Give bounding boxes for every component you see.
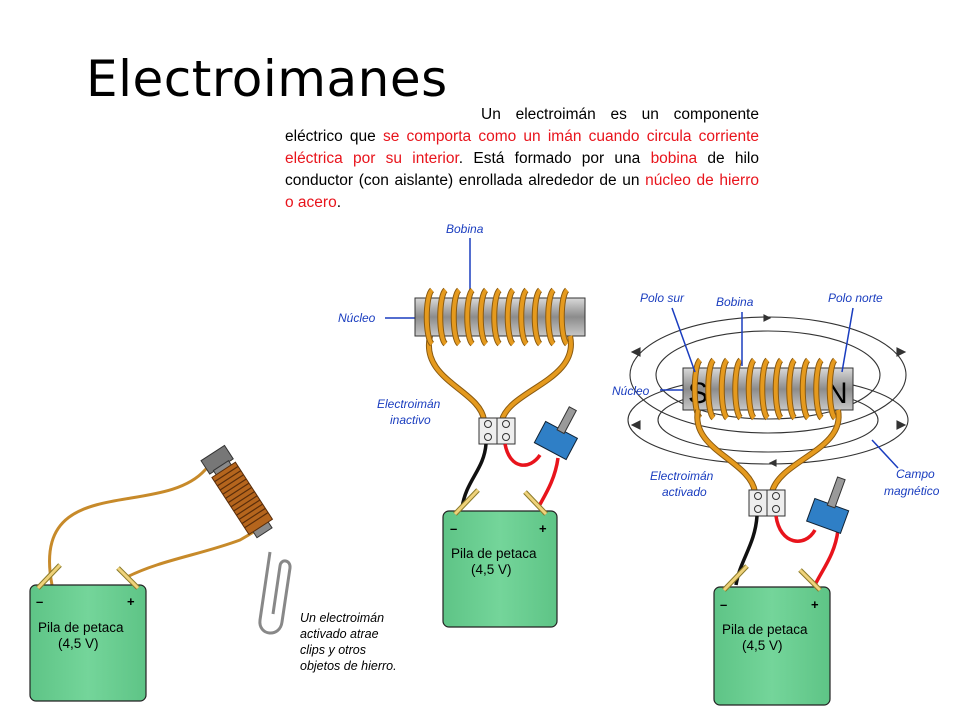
coil-turn xyxy=(505,288,515,346)
middle-label-bobina: Bobina xyxy=(446,222,484,236)
coil-turn xyxy=(706,358,716,420)
label-campo-1: Campo xyxy=(896,467,935,481)
middle-state-1: Electroimán xyxy=(377,397,441,411)
left-caption-1: Un electroimán xyxy=(300,611,384,625)
label-polo-norte: Polo norte xyxy=(828,291,883,305)
left-battery-minus: – xyxy=(36,594,43,609)
paperclip-icon xyxy=(258,551,292,635)
coil-turn xyxy=(773,358,783,420)
right-battery-plus: + xyxy=(811,597,819,612)
intro-text-1: Un electroimán es un componente eléctric… xyxy=(285,106,759,145)
right-battery-line2: (4,5 V) xyxy=(742,638,783,653)
left-caption-3: clips y otros xyxy=(300,643,366,657)
coil-turn xyxy=(519,288,529,346)
right-label-bobina: Bobina xyxy=(716,295,754,309)
right-battery: – + Pila de petaca (4,5 V) xyxy=(713,564,831,706)
intro-text-2: . Está formado por una xyxy=(458,150,651,167)
middle-battery: – + Pila de petaca (4,5 V) xyxy=(442,488,558,628)
middle-battery-plus: + xyxy=(539,521,547,536)
intro-text-4: . xyxy=(336,194,342,211)
coil-turn xyxy=(559,288,569,346)
middle-figure: Bobina Núcleo Electroimán inactivo xyxy=(338,222,586,628)
left-caption-2: activado atrae xyxy=(300,627,379,641)
middle-label-nucleo: Núcleo xyxy=(338,311,376,325)
left-caption-4: objetos de hierro. xyxy=(300,659,397,673)
left-wire-2 xyxy=(124,525,269,580)
left-battery-line1: Pila de petaca xyxy=(38,620,124,635)
coil-turn xyxy=(492,288,502,346)
right-switch xyxy=(805,476,850,535)
right-figure: S N Polo sur Bobina Polo norte Núcleo El… xyxy=(612,291,940,706)
bolt-electromagnet xyxy=(200,444,274,539)
middle-state-2: inactivo xyxy=(390,413,431,427)
coil-turn xyxy=(760,358,770,420)
coil-turn xyxy=(451,288,461,346)
coil-turn xyxy=(746,358,756,420)
right-state-2: activado xyxy=(662,485,707,499)
left-figure: – + Pila de petaca (4,5 V) Un electroimá… xyxy=(29,444,397,702)
middle-coil xyxy=(423,287,570,347)
coil-turn xyxy=(827,358,837,420)
coil-turn xyxy=(438,288,448,346)
intro-highlight-nucleo: núcleo de hierro o acero xyxy=(285,172,759,211)
intro-highlight-magnet: se comporta como un imán cuando circula … xyxy=(285,128,759,167)
right-battery-minus: – xyxy=(720,597,727,612)
middle-battery-minus: – xyxy=(450,521,457,536)
middle-battery-line2: (4,5 V) xyxy=(471,562,512,577)
coil-turn xyxy=(424,288,434,346)
coil-turn xyxy=(546,288,556,346)
coil-turn xyxy=(719,358,729,420)
right-battery-line1: Pila de petaca xyxy=(722,622,808,637)
coil-turn xyxy=(478,288,488,346)
right-state-1: Electroimán xyxy=(650,469,714,483)
coil-turn xyxy=(787,358,797,420)
right-coil xyxy=(691,357,838,421)
left-wire-1 xyxy=(48,455,233,586)
intro-text-3: de hilo conductor (con aislante) enrolla… xyxy=(285,150,760,189)
left-battery-plus: + xyxy=(127,594,135,609)
left-battery: – + Pila de petaca (4,5 V) xyxy=(29,563,147,702)
coil-turn xyxy=(465,288,475,346)
coil-turn xyxy=(814,358,824,420)
middle-switch xyxy=(533,406,579,461)
coil-turn xyxy=(532,288,542,346)
coil-turn xyxy=(800,358,810,420)
intro-paragraph: Un electroimán es un componente eléctric… xyxy=(285,104,759,214)
coil-turn xyxy=(733,358,743,420)
middle-battery-line1: Pila de petaca xyxy=(451,546,537,561)
label-polo-sur: Polo sur xyxy=(640,291,685,305)
intro-highlight-bobina: bobina xyxy=(650,150,698,167)
label-campo-2: magnético xyxy=(884,484,940,498)
slide-title: Electroimanes xyxy=(86,50,448,108)
right-label-nucleo: Núcleo xyxy=(612,384,650,398)
left-battery-line2: (4,5 V) xyxy=(58,636,99,651)
